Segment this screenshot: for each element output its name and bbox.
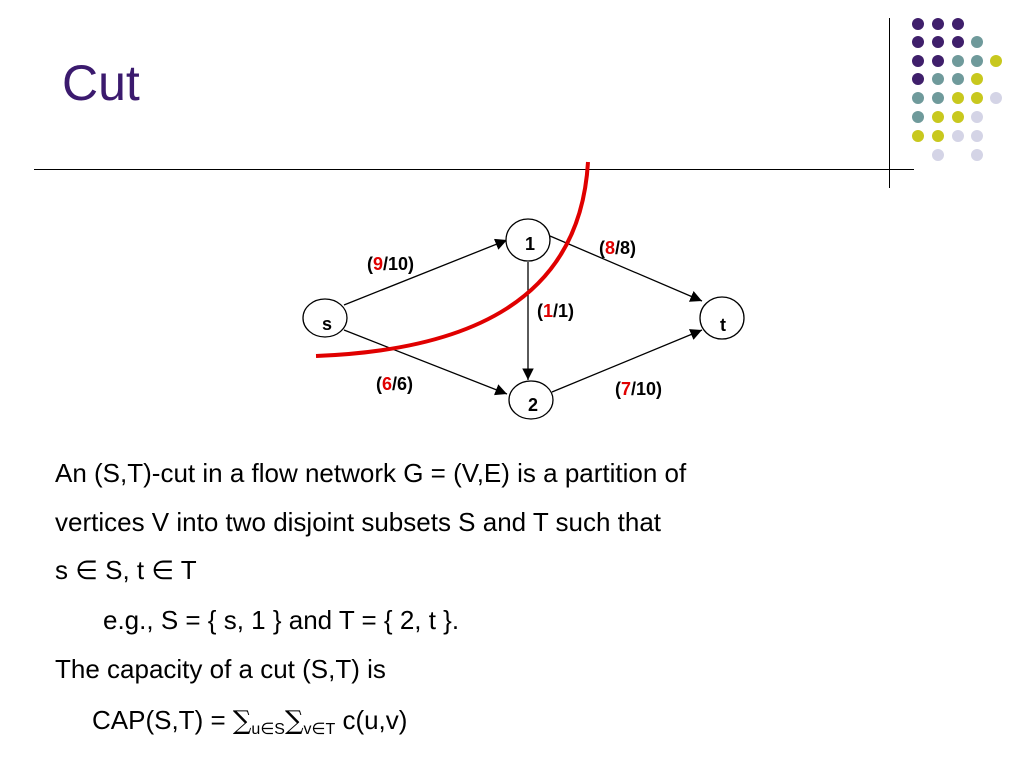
node-2-label: 2 (528, 395, 538, 415)
flow-network-diagram: s 1 2 t (9/10) (6/6) (1/1) (8/8) (7/10) (302, 161, 745, 420)
flow-value: 6 (382, 374, 392, 394)
body-line-1: An (S,T)-cut in a flow network G = (V,E)… (55, 458, 687, 488)
vertical-divider (889, 18, 890, 188)
edge-2-t (551, 329, 703, 393)
sigma-sub-v: v∈T (303, 721, 336, 738)
sigma-symbol: ∑ (232, 706, 252, 736)
cut-curve (315, 161, 590, 358)
dots-lavender (932, 92, 1002, 161)
edge-label-2-t: (7/10) (615, 379, 662, 399)
node-s: s (302, 298, 348, 338)
body-line-3: s ∈ S, t ∈ T (55, 555, 197, 585)
edge-label-s-2: (6/6) (376, 374, 413, 394)
edge-label-1-t: (8/8) (599, 238, 636, 258)
node-s-label: s (322, 314, 332, 334)
edge-label-1-2: (1/1) (537, 301, 574, 321)
node-t-label: t (720, 315, 726, 335)
sigma-symbol: ∑ (284, 706, 304, 736)
edge-s-2 (343, 329, 508, 396)
flow-value: 9 (373, 254, 383, 274)
node-1-label: 1 (525, 234, 535, 254)
flow-value: 8 (605, 238, 615, 258)
edge-label-s-1: (9/10) (367, 254, 414, 274)
body-line-4: e.g., S = { s, 1 } and T = { 2, t }. (103, 605, 460, 635)
edge-1-t (549, 235, 703, 302)
node-1: 1 (505, 218, 551, 262)
sigma-sub-u: u∈S (251, 721, 285, 738)
slide-title: Cut (62, 55, 140, 111)
formula-lhs: CAP(S,T) = (92, 705, 233, 735)
edge-s-1 (343, 238, 508, 306)
flow-value: 1 (543, 301, 553, 321)
decorative-dot-grid (912, 18, 1002, 161)
dots-teal (912, 36, 983, 123)
flow-value: 7 (621, 379, 631, 399)
capacity-formula: CAP(S,T) = ∑u∈S∑v∈T c(u,v) (92, 707, 407, 738)
formula-tail: c(u,v) (335, 705, 408, 735)
body-line-5: The capacity of a cut (S,T) is (55, 654, 386, 684)
node-2: 2 (508, 380, 554, 420)
dots-yellow (912, 55, 1002, 142)
body-line-2: vertices V into two disjoint subsets S a… (55, 507, 662, 537)
node-t: t (699, 296, 745, 340)
title-divider (34, 169, 914, 170)
dots-purple (912, 18, 964, 85)
